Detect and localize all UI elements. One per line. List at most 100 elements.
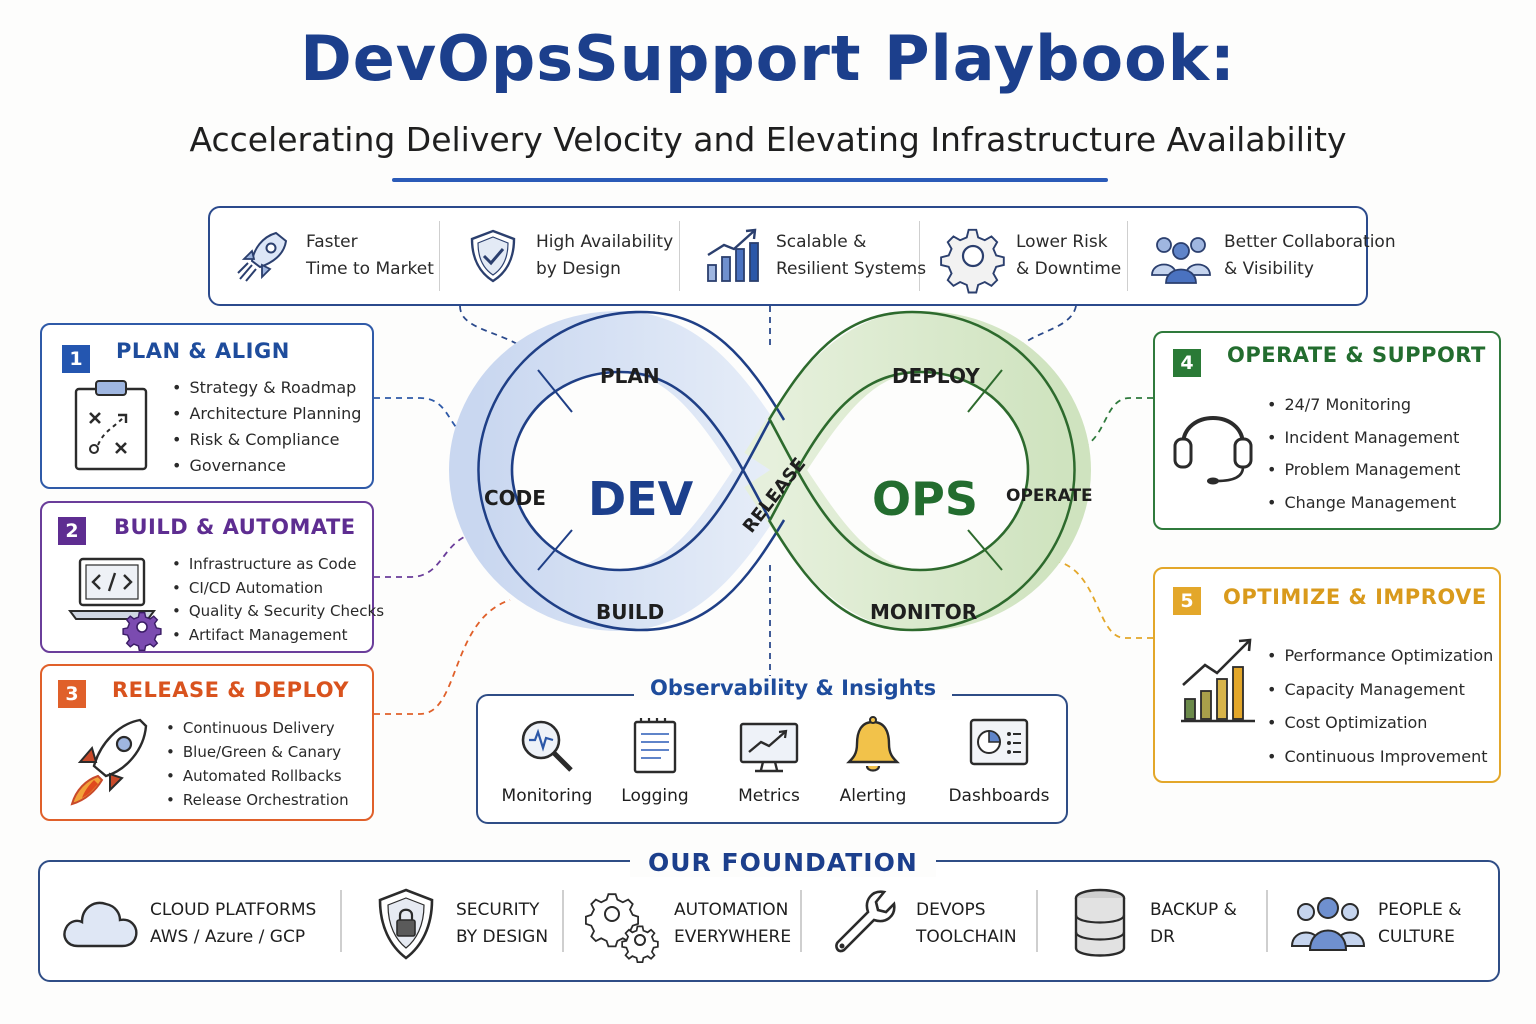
list-item: Cost Optimization xyxy=(1267,706,1493,740)
page-subtitle: Accelerating Delivery Velocity and Eleva… xyxy=(189,120,1347,159)
list-item: Performance Optimization xyxy=(1267,639,1493,673)
foundation-line1: DEVOPS xyxy=(916,900,986,920)
phase-number-badge: 4 xyxy=(1173,349,1201,377)
foundation-divider xyxy=(1266,890,1268,952)
phase-title: BUILD & AUTOMATE xyxy=(114,515,356,539)
foundation-line1: AUTOMATION xyxy=(674,900,789,920)
phase-number-badge: 2 xyxy=(58,517,86,545)
benefit-line2: by Design xyxy=(536,259,621,279)
shield-lock-icon xyxy=(378,888,434,960)
monitor-chart-icon xyxy=(739,722,799,773)
headset-icon xyxy=(1173,416,1253,485)
foundation-line2: EVERYWHERE xyxy=(674,927,792,947)
list-item: Artifact Management xyxy=(172,624,384,648)
list-item: CI/CD Automation xyxy=(172,577,384,601)
foundation-line2: DR xyxy=(1150,927,1175,947)
phase-item-list: Continuous Delivery Blue/Green & Canary … xyxy=(166,716,349,812)
foundation-line2: TOOLCHAIN xyxy=(916,927,1017,947)
observability-label: Metrics xyxy=(738,786,800,806)
notepad-icon xyxy=(633,718,677,774)
team-icon xyxy=(1151,237,1211,284)
benefit-line1: High Availability xyxy=(536,232,674,252)
benefit-line2: & Visibility xyxy=(1224,259,1314,279)
list-item: Blue/Green & Canary xyxy=(166,740,349,764)
gears-icon xyxy=(584,893,659,963)
phase-item-list: Strategy & Roadmap Architecture Planning… xyxy=(172,375,361,479)
observability-label: Monitoring xyxy=(501,786,593,806)
growth-chart-icon xyxy=(707,228,759,282)
foundation-item-cloud-platforms: CLOUD PLATFORMS AWS / Azure / GCP xyxy=(60,884,316,964)
list-item: Automated Rollbacks xyxy=(166,764,349,788)
loop-stage-operate: OPERATE xyxy=(1006,486,1093,506)
rocket-icon xyxy=(237,231,288,282)
benefit-line2: Resilient Systems xyxy=(776,259,927,279)
foundation-line1: SECURITY xyxy=(456,900,540,920)
foundation-item-backup-dr: BACKUP & DR xyxy=(1060,884,1237,964)
gear-icon xyxy=(940,228,1005,294)
benefit-line2: Time to Market xyxy=(306,259,434,279)
benefit-scalable-systems: Scalable & Resilient Systems xyxy=(680,221,926,291)
phase-item-list: Infrastructure as Code CI/CD Automation … xyxy=(172,553,384,647)
phase-card-build-automate: 2 BUILD & AUTOMATE Infrastructure as Cod… xyxy=(40,501,384,653)
observability-label: Logging xyxy=(621,786,689,806)
observability-title: Observability & Insights xyxy=(634,676,953,700)
list-item: Strategy & Roadmap xyxy=(172,375,361,401)
list-item: 24/7 Monitoring xyxy=(1267,389,1460,422)
benefit-lower-risk: Lower Risk & Downtime xyxy=(920,221,1128,294)
list-item: Quality & Security Checks xyxy=(172,600,384,624)
phase-card-operate-support: 4 OPERATE & SUPPORT 24/7 Monitoring Inci… xyxy=(1153,331,1501,530)
loop-stage-plan: PLAN xyxy=(600,364,660,388)
loop-ops-label: OPS xyxy=(872,472,978,526)
foundation-item-automation: AUTOMATION EVERYWHERE xyxy=(584,884,791,964)
phase-title: RELEASE & DEPLOY xyxy=(112,678,350,702)
list-item: Governance xyxy=(172,453,361,479)
phase-title: PLAN & ALIGN xyxy=(116,339,290,363)
foundation-divider xyxy=(340,890,342,952)
foundation-line1: BACKUP & xyxy=(1150,900,1237,920)
benefit-line1: Lower Risk xyxy=(1016,232,1108,252)
benefit-line1: Better Collaboration xyxy=(1224,232,1396,252)
phase-title: OPTIMIZE & IMPROVE xyxy=(1223,585,1487,609)
bell-icon xyxy=(846,716,900,772)
benefit-faster-time-to-market: Faster Time to Market xyxy=(210,221,440,291)
list-item: Release Orchestration xyxy=(166,788,349,812)
laptop-code-icon xyxy=(68,557,162,652)
foundation-line1: CLOUD PLATFORMS xyxy=(150,900,317,920)
shield-check-icon xyxy=(470,229,516,283)
foundation-title: OUR FOUNDATION xyxy=(630,848,936,877)
loop-stage-build: BUILD xyxy=(596,600,665,624)
list-item: Change Management xyxy=(1267,487,1460,520)
list-item: Risk & Compliance xyxy=(172,427,361,453)
title-underline xyxy=(392,178,1108,182)
phase-item-list: 24/7 Monitoring Incident Management Prob… xyxy=(1267,389,1460,519)
phase-number-badge: 5 xyxy=(1173,587,1201,615)
clipboard-strategy-icon xyxy=(74,380,148,471)
phase-card-plan-align: 1 PLAN & ALIGN Strategy & Roadmap Archit… xyxy=(40,323,374,489)
phase-item-list: Performance Optimization Capacity Manage… xyxy=(1267,639,1493,773)
page-title: DevOpsSupport Playbook: xyxy=(300,22,1236,95)
benefit-line1: Faster xyxy=(306,232,358,252)
phase-card-optimize-improve: 5 OPTIMIZE & IMPROVE Performance Optimiz… xyxy=(1153,567,1501,783)
wrench-icon xyxy=(835,890,896,953)
list-item: Capacity Management xyxy=(1267,673,1493,707)
phase-number-badge: 1 xyxy=(62,345,90,373)
foundation-line2: AWS / Azure / GCP xyxy=(150,927,306,947)
phase-number-badge: 3 xyxy=(58,680,86,708)
observability-label: Dashboards xyxy=(948,786,1050,806)
foundation-line2: BY DESIGN xyxy=(456,927,549,947)
magnifier-pulse-icon xyxy=(521,720,573,772)
benefit-high-availability: High Availability by Design xyxy=(440,221,680,291)
foundation-item-security: SECURITY BY DESIGN xyxy=(366,884,548,964)
benefit-better-collaboration: Better Collaboration & Visibility xyxy=(1128,221,1396,291)
foundation-divider xyxy=(562,890,564,952)
phase-title: OPERATE & SUPPORT xyxy=(1227,343,1486,367)
cloud-icon xyxy=(63,901,138,948)
observability-item-monitoring: Monitoring xyxy=(492,716,602,806)
list-item: Continuous Delivery xyxy=(166,716,349,740)
database-icon xyxy=(1074,888,1126,957)
loop-dev-label: DEV xyxy=(588,472,694,526)
growth-chart-icon xyxy=(1181,638,1255,723)
people-icon xyxy=(1290,897,1366,951)
list-item: Architecture Planning xyxy=(172,401,361,427)
benefit-line2: & Downtime xyxy=(1016,259,1122,279)
